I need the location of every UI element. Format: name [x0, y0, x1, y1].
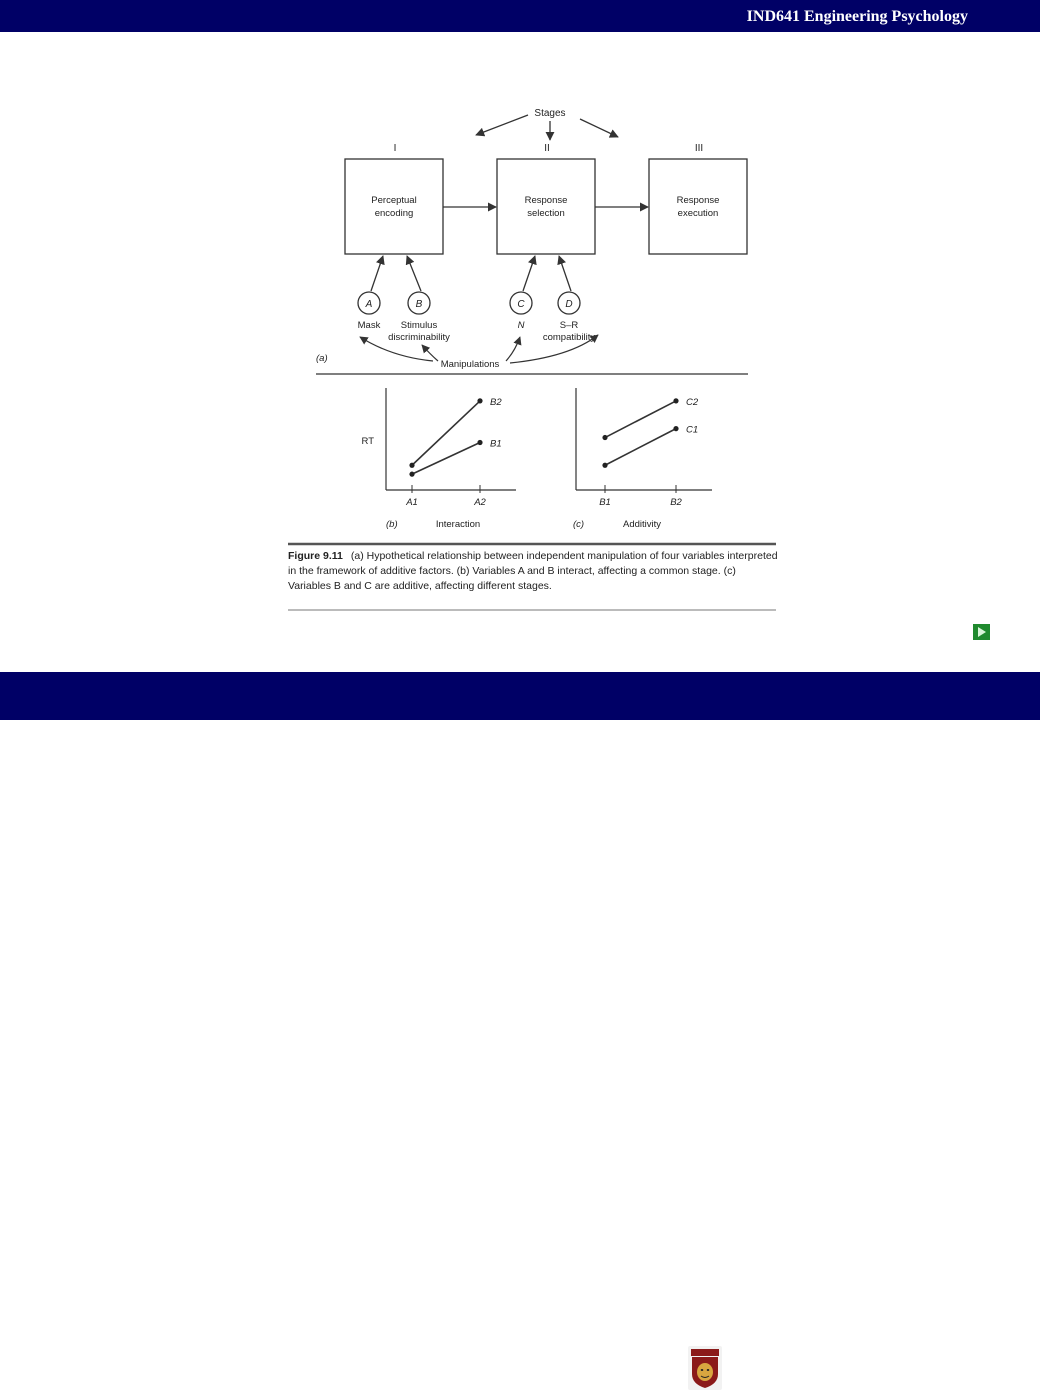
- diagram-svg: Stages I II III Perceptual encoding Resp…: [288, 108, 776, 611]
- play-triangle-icon: [978, 627, 986, 637]
- figure-caption: Figure 9.11(a) Hypothetical relationship…: [288, 549, 780, 594]
- manipulation-arrow-b: [421, 344, 439, 362]
- panel-b-label: (b): [386, 519, 398, 530]
- panel-b-y-label: RT: [362, 436, 375, 447]
- panel-b-point-b2-2: [477, 398, 483, 404]
- box-1-line1: Perceptual: [371, 195, 416, 206]
- stage-numeral-3: III: [695, 143, 703, 154]
- panel-c-title: Additivity: [623, 519, 661, 530]
- panel-b-tick-label-2: A2: [473, 497, 486, 508]
- variable-a-circle: [357, 291, 381, 315]
- box-2-line1: Response: [525, 195, 568, 206]
- box-response-selection: [496, 158, 596, 255]
- manipulation-arrow-d: [509, 334, 599, 364]
- department-name: 고려대학교 산업공학과: [733, 1360, 924, 1384]
- panel-b-series-line-b1: [411, 441, 481, 475]
- footer-bar: 고려대학교 산업공학과: [0, 672, 1040, 1390]
- panel-c-point-c1-2: [673, 426, 679, 432]
- course-title: IND641 Engineering Psychology: [746, 8, 968, 25]
- manipulation-arrow-a: [359, 336, 434, 362]
- stages-label: Stages: [534, 108, 565, 119]
- variable-d-letter: D: [565, 299, 572, 310]
- variable-b-letter: B: [416, 299, 423, 310]
- panel-c-series-line-c2: [604, 400, 677, 439]
- caption-label: Figure 9.11: [288, 550, 343, 562]
- manipulations-label: Manipulations: [441, 359, 500, 370]
- tiger-crest-icon: [691, 1349, 719, 1388]
- stage-numeral-2: II: [544, 143, 550, 154]
- figure-9-11: Stages I II III Perceptual encoding Resp…: [280, 95, 780, 615]
- variable-d-label-1: S–R: [560, 320, 579, 331]
- caption-text: (a) Hypothetical relationship between in…: [288, 550, 778, 592]
- arrow-d-to-box2: [557, 255, 572, 292]
- panel-b-series-line-b2: [411, 400, 481, 466]
- box-perceptual-encoding: [344, 158, 444, 255]
- variable-a-letter: A: [365, 299, 373, 310]
- header-bar: IND641 Engineering Psychology: [0, 0, 1040, 32]
- panel-a-label: (a): [316, 353, 328, 364]
- panel-c-point-c1-1: [602, 462, 608, 468]
- box-1-line2: encoding: [375, 208, 414, 219]
- box-response-execution: [648, 158, 748, 255]
- manipulation-arrow-c: [505, 336, 522, 362]
- panel-c-point-c2-2: [673, 398, 679, 404]
- university-crest-logo: [688, 1346, 722, 1390]
- variable-c-circle: [509, 291, 533, 315]
- panel-b-point-b2-1: [409, 462, 415, 468]
- panel-b-series-label-b2: B2: [490, 397, 502, 408]
- panel-b-tick-label-1: A1: [405, 497, 418, 508]
- arrow-b-to-box1: [405, 255, 422, 292]
- next-slide-button[interactable]: [973, 624, 990, 640]
- variable-b-circle: [407, 291, 431, 315]
- stages-arrow-right: [579, 118, 619, 138]
- variable-c-label: N: [518, 320, 525, 331]
- stages-arrow-left: [475, 114, 529, 137]
- stage-numeral-1: I: [394, 143, 397, 154]
- variable-d-circle: [557, 291, 581, 315]
- panel-b-title: Interaction: [436, 519, 480, 530]
- panel-c-series-label-c2: C2: [686, 397, 699, 408]
- variable-b-label-2: discriminability: [388, 332, 450, 343]
- arrow-c-to-box2: [522, 255, 537, 292]
- panel-c-tick-label-1: B1: [599, 497, 611, 508]
- box-3-line2: execution: [678, 208, 719, 219]
- panel-b-series-label-b1: B1: [490, 438, 502, 449]
- variable-d-label-2: compatibility: [543, 332, 596, 343]
- box-2-line2: selection: [527, 208, 565, 219]
- panel-b-point-b1-1: [409, 471, 415, 477]
- panel-c-tick-label-2: B2: [670, 497, 682, 508]
- variable-a-label: Mask: [358, 320, 381, 331]
- panel-c-series-line-c1: [604, 427, 677, 466]
- box-3-line1: Response: [677, 195, 720, 206]
- variable-b-label-1: Stimulus: [401, 320, 438, 331]
- panel-c-series-label-c1: C1: [686, 425, 698, 436]
- panel-c-point-c2-1: [602, 434, 608, 441]
- panel-b-point-b1-2: [477, 439, 483, 446]
- arrow-a-to-box1: [370, 255, 385, 292]
- variable-c-letter: C: [517, 299, 525, 310]
- panel-c-label: (c): [573, 519, 584, 530]
